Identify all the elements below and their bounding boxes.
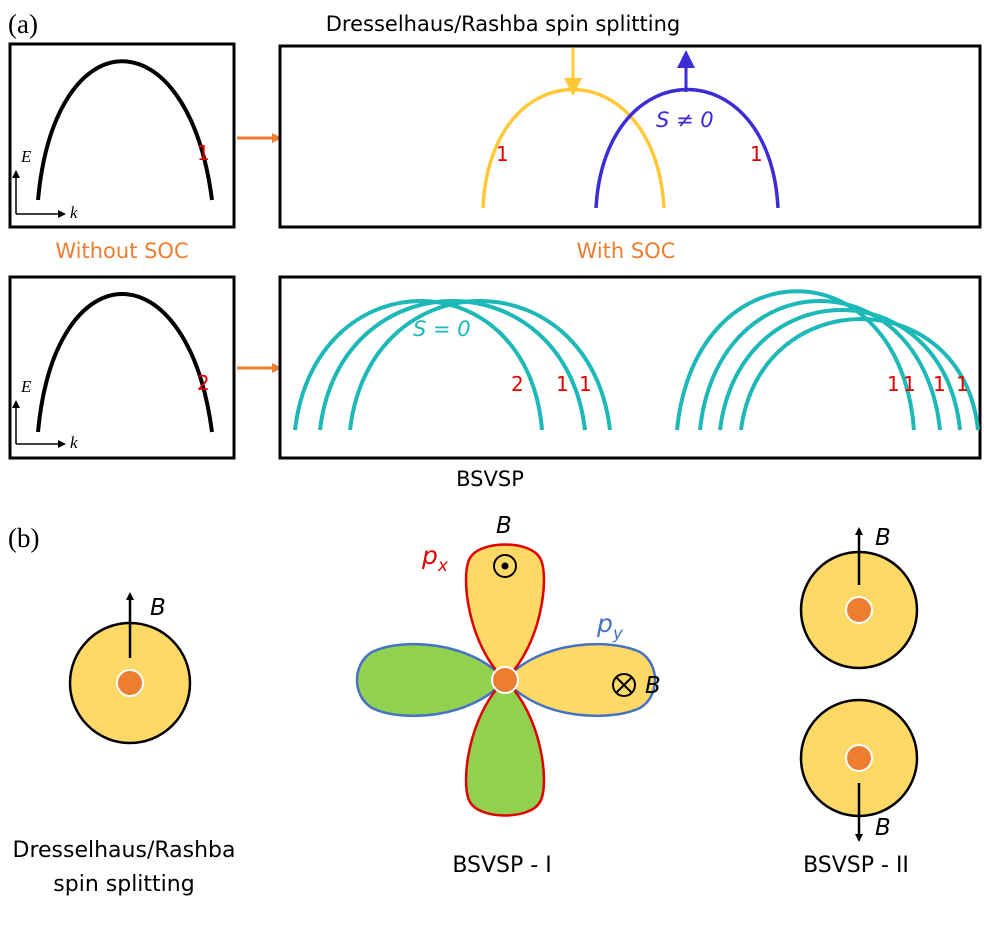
py-label: py bbox=[596, 609, 624, 644]
spin-zero-label: S = 0 bbox=[413, 317, 471, 341]
dr-caption-line1: Dresselhaus/Rashba bbox=[13, 838, 236, 863]
bsvsp-deg-label-2d: 1 bbox=[956, 372, 969, 396]
field-into-page-icon bbox=[612, 673, 636, 697]
bsvsp-deg-label-2: 2 bbox=[511, 372, 524, 396]
py-right-lobe bbox=[503, 642, 657, 718]
bsvsp2-core-up bbox=[845, 596, 873, 624]
top-left-box bbox=[8, 42, 236, 229]
bsvsp-caption: BSVSP bbox=[456, 467, 524, 491]
bsvsp-deg-label-1b: 1 bbox=[579, 372, 592, 396]
bsvsp-deg-label-2a: 1 bbox=[887, 372, 900, 396]
axis-k-label: k bbox=[70, 203, 78, 222]
py-letter: p bbox=[596, 609, 613, 638]
band-single-top bbox=[36, 59, 214, 201]
bsvsp-deg-label-1a: 1 bbox=[556, 372, 569, 396]
panel-a-label: (a) bbox=[8, 9, 38, 39]
px-top-lobe bbox=[464, 543, 546, 682]
bsvsp-band-2d bbox=[739, 317, 980, 431]
bsvsp-band-1b bbox=[318, 299, 587, 431]
dr-field-label: B bbox=[150, 595, 166, 621]
dr-atom-core bbox=[116, 669, 144, 697]
py-field-label: B bbox=[645, 673, 661, 699]
bsvsp-band-1c bbox=[348, 299, 612, 431]
panel-b-label: (b) bbox=[8, 523, 39, 553]
px-field-label: B bbox=[496, 513, 512, 539]
degeneracy-label-yellow: 1 bbox=[496, 142, 509, 166]
px-subscript: x bbox=[437, 556, 449, 576]
spin-nonzero-label: S ≠ 0 bbox=[656, 108, 714, 132]
degeneracy-label-blue: 1 bbox=[750, 142, 763, 166]
field-out-of-page-icon bbox=[493, 554, 517, 578]
axis-e-label-2: E bbox=[20, 377, 32, 396]
with-soc-label: With SOC bbox=[577, 239, 676, 263]
bsvsp2-core-down bbox=[845, 744, 873, 772]
bsvsp-deg-label-2c: 1 bbox=[933, 372, 946, 396]
bottom-left-box bbox=[8, 275, 236, 460]
px-label: px bbox=[421, 541, 449, 576]
degeneracy-label-bottom-left: 2 bbox=[197, 371, 210, 395]
px-letter: p bbox=[421, 541, 438, 570]
spin-up-arrowhead bbox=[677, 50, 695, 68]
band-double-bottom bbox=[36, 292, 214, 433]
py-subscript: y bbox=[612, 624, 624, 644]
bottom-right-box bbox=[278, 275, 982, 460]
bsvsp-band-2b bbox=[698, 299, 942, 431]
bsvsp-band-2a bbox=[675, 289, 916, 431]
degeneracy-label-top-left: 1 bbox=[197, 141, 210, 165]
dr-caption-line2: spin splitting bbox=[53, 872, 194, 897]
bsvsp1-atom-core bbox=[491, 666, 519, 694]
bsvsp-deg-label-2b: 1 bbox=[903, 372, 916, 396]
top-right-box bbox=[278, 44, 982, 229]
bsvsp2-caption: BSVSP - II bbox=[803, 853, 909, 878]
top-title: Dresselhaus/Rashba spin splitting bbox=[326, 12, 681, 36]
axis-k-label-2: k bbox=[70, 433, 78, 452]
bsvsp-band-2c bbox=[718, 308, 962, 431]
axis-e-label: E bbox=[20, 147, 32, 166]
bsvsp2-field-down-label: B bbox=[875, 815, 891, 841]
bsvsp2-field-up-label: B bbox=[875, 525, 891, 551]
bsvsp-band-1a bbox=[293, 299, 544, 431]
spin-down-arrowhead bbox=[564, 78, 582, 96]
field-into-x2 bbox=[615, 676, 633, 694]
bsvsp1-caption: BSVSP - I bbox=[452, 853, 551, 878]
py-left-lobe bbox=[355, 642, 507, 718]
px-bottom-lobe bbox=[464, 678, 546, 817]
field-out-dot bbox=[501, 562, 509, 570]
without-soc-label: Without SOC bbox=[55, 239, 188, 263]
